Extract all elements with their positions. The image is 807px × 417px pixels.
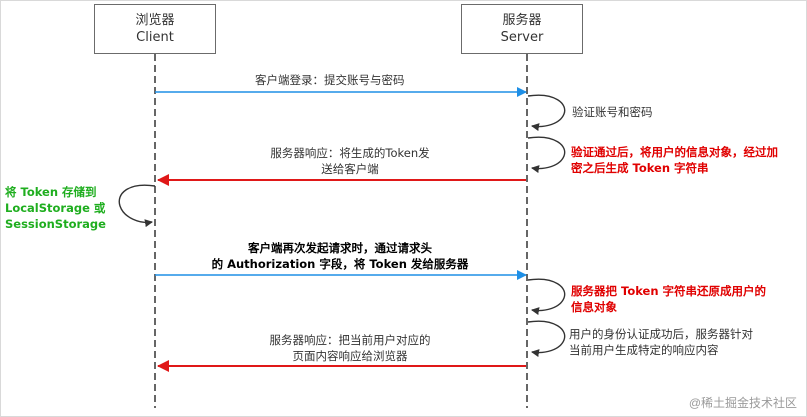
server-actor-label: 服务器	[502, 13, 542, 28]
client-actor-box: 浏览器 Client	[94, 4, 216, 54]
auth-label-line1: 用户的身份认证成功后，服务器针对	[569, 327, 753, 341]
restore-label-line1: 服务器把 Token 字符串还原成用户的	[571, 284, 767, 298]
store-label-line3: SessionStorage	[5, 217, 106, 231]
generate-loop	[527, 136, 566, 174]
watermark: @稀土掘金技术社区	[688, 396, 797, 410]
server-actor-box: 服务器 Server	[461, 4, 583, 54]
token-response-label-line1: 服务器响应：将生成的Token发	[270, 146, 430, 160]
auth-loop	[527, 320, 566, 358]
restore-label-line2: 信息对象	[571, 300, 617, 314]
auth-label-line2: 当前用户生成特定的响应内容	[569, 343, 719, 357]
verify-label: 验证账号和密码	[572, 105, 653, 119]
client-actor-sublabel: Client	[136, 30, 174, 45]
store-loop	[118, 184, 156, 228]
generate-label-line1: 验证通过后，将用户的信息对象，经过加	[571, 145, 778, 159]
login-label: 客户端登录：提交账号与密码	[255, 73, 405, 87]
server-actor-sublabel: Server	[500, 30, 544, 45]
store-label-line2: LocalStorage 或	[5, 201, 106, 215]
client-actor-label: 浏览器	[135, 13, 175, 28]
token-response-label-line2: 送给客户端	[321, 162, 379, 176]
final-response-label-line1: 服务器响应：把当前用户对应的	[269, 333, 431, 347]
request-label-line2: 的 Authorization 字段，将 Token 发给服务器	[211, 257, 469, 271]
restore-loop	[527, 278, 566, 316]
store-label-line1: 将 Token 存储到	[5, 185, 97, 199]
verify-loop	[527, 94, 566, 132]
request-label-line1: 客户端再次发起请求时，通过请求头	[248, 241, 432, 255]
final-response-label-line2: 页面内容响应给浏览器	[292, 349, 408, 363]
generate-label-line2: 密之后生成 Token 字符串	[571, 161, 709, 175]
